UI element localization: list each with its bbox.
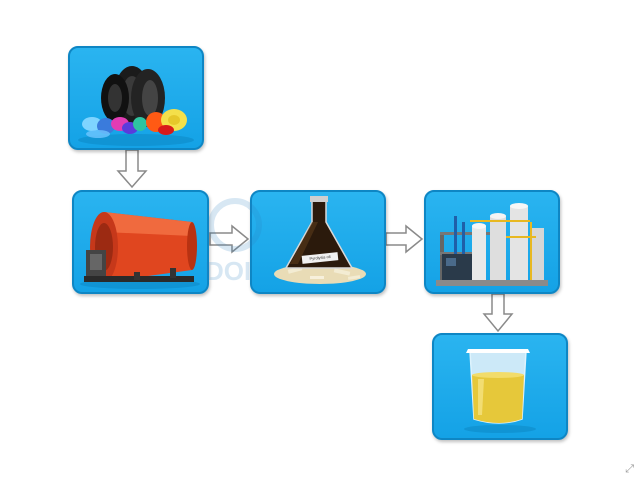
diesel-product-box <box>432 333 568 440</box>
distillation-plant-icon <box>436 203 548 286</box>
arrow-oil-to-distill <box>385 224 424 254</box>
oil-beaker-icon <box>464 349 536 433</box>
expand-icon: ⤢ <box>625 462 634 475</box>
oil-flask-icon <box>274 196 366 284</box>
distillation-plant-box <box>424 190 560 294</box>
pyrolysis-reactor-box <box>72 190 209 294</box>
arrow-raw-to-reactor <box>116 149 148 189</box>
arrow-reactor-to-oil <box>209 224 250 254</box>
arrow-distill-to-product <box>482 293 514 333</box>
tires-and-plastics-icon <box>78 66 194 146</box>
raw-material-box <box>68 46 204 150</box>
reactor-icon <box>80 212 200 289</box>
pyrolysis-oil-box: Pyrolysis oil <box>250 190 386 294</box>
